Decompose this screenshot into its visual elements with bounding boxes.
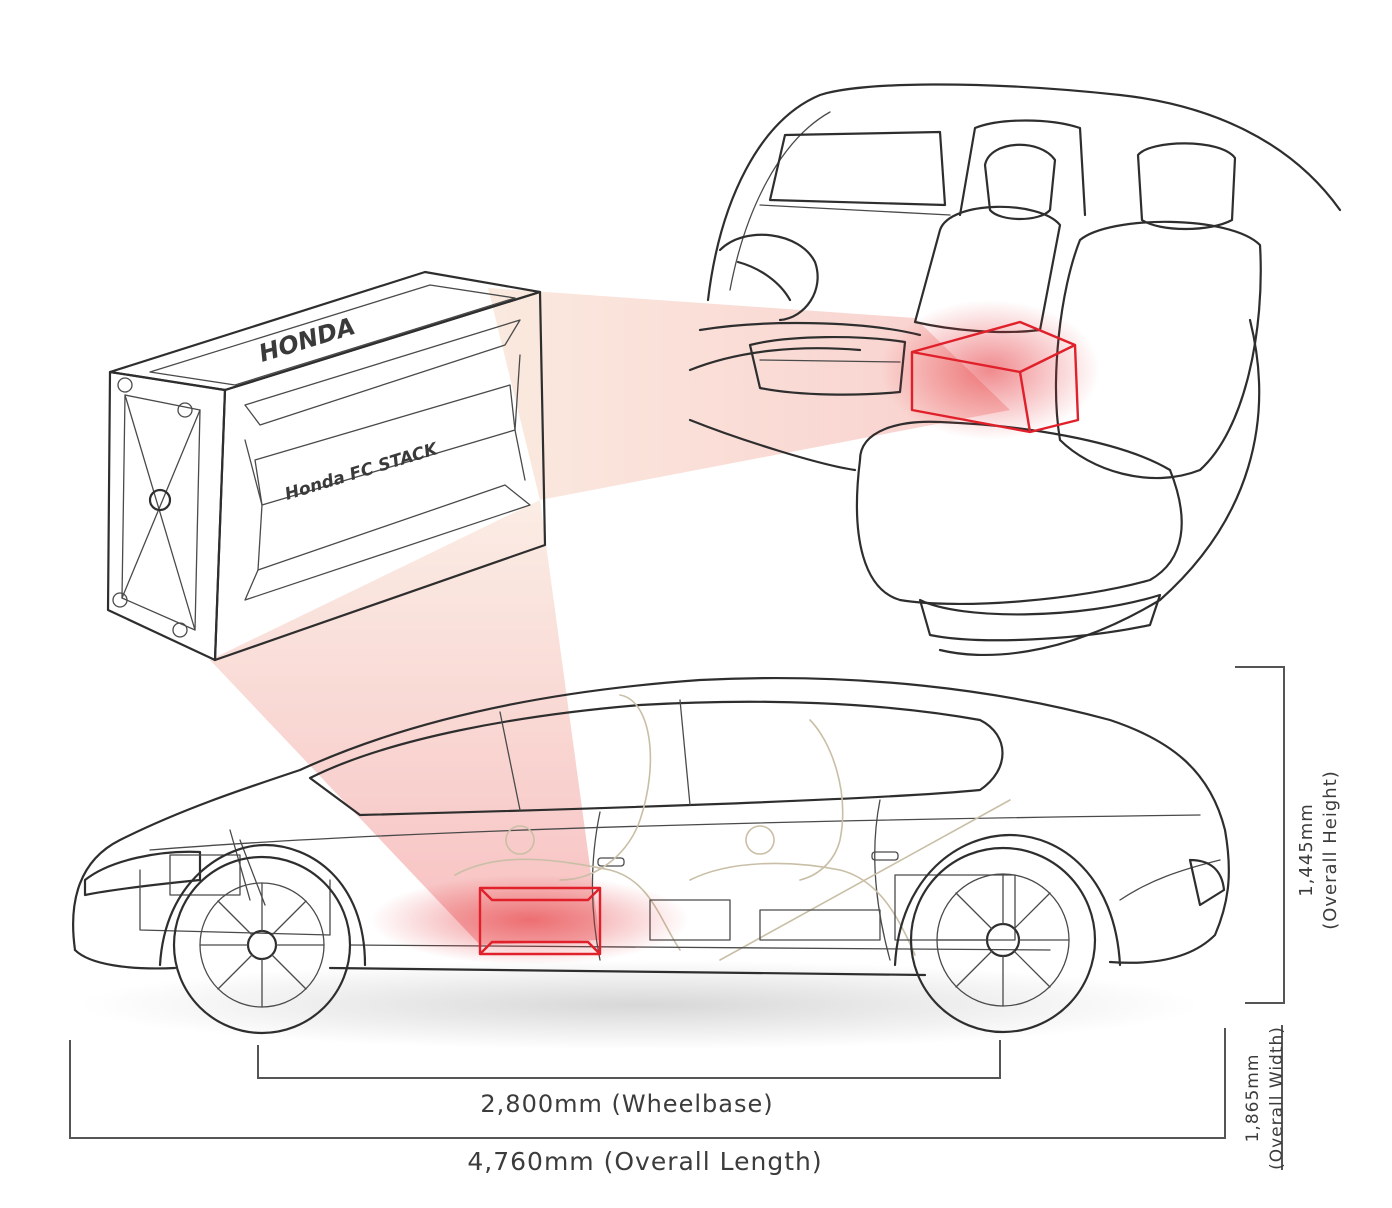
- overall-height-value: 1,445mm: [1296, 803, 1317, 897]
- car-side-sketch: [72, 677, 1230, 1050]
- overall-height-caption: (Overall Height): [1320, 770, 1341, 930]
- wheelbase-line: [257, 1040, 1001, 1079]
- projection-beams: [210, 288, 1010, 945]
- seat-stack-highlight: [880, 300, 1100, 440]
- overall-length-label: 4,760mm (Overall Length): [467, 1147, 822, 1176]
- floor-stack-highlight: [370, 875, 690, 965]
- overall-length-line: [69, 1028, 1226, 1139]
- overall-height-line: [1235, 666, 1285, 1004]
- wheelbase-label: 2,800mm (Wheelbase): [480, 1090, 773, 1118]
- stack-product-text: Honda FC STACK: [283, 439, 442, 505]
- interior-seat-sketch: [688, 83, 1342, 657]
- beam-to-floor: [210, 500, 600, 945]
- overall-width-caption: (Overall Width): [1267, 1026, 1287, 1170]
- overall-width-value: 1,865mm: [1243, 1054, 1263, 1143]
- beam-to-seat: [488, 288, 1010, 500]
- dimension-annotations: 2,800mm (Wheelbase) 4,760mm (Overall Len…: [69, 666, 1341, 1176]
- rear-wheel: [893, 833, 1122, 1034]
- front-wheel: [158, 843, 367, 1035]
